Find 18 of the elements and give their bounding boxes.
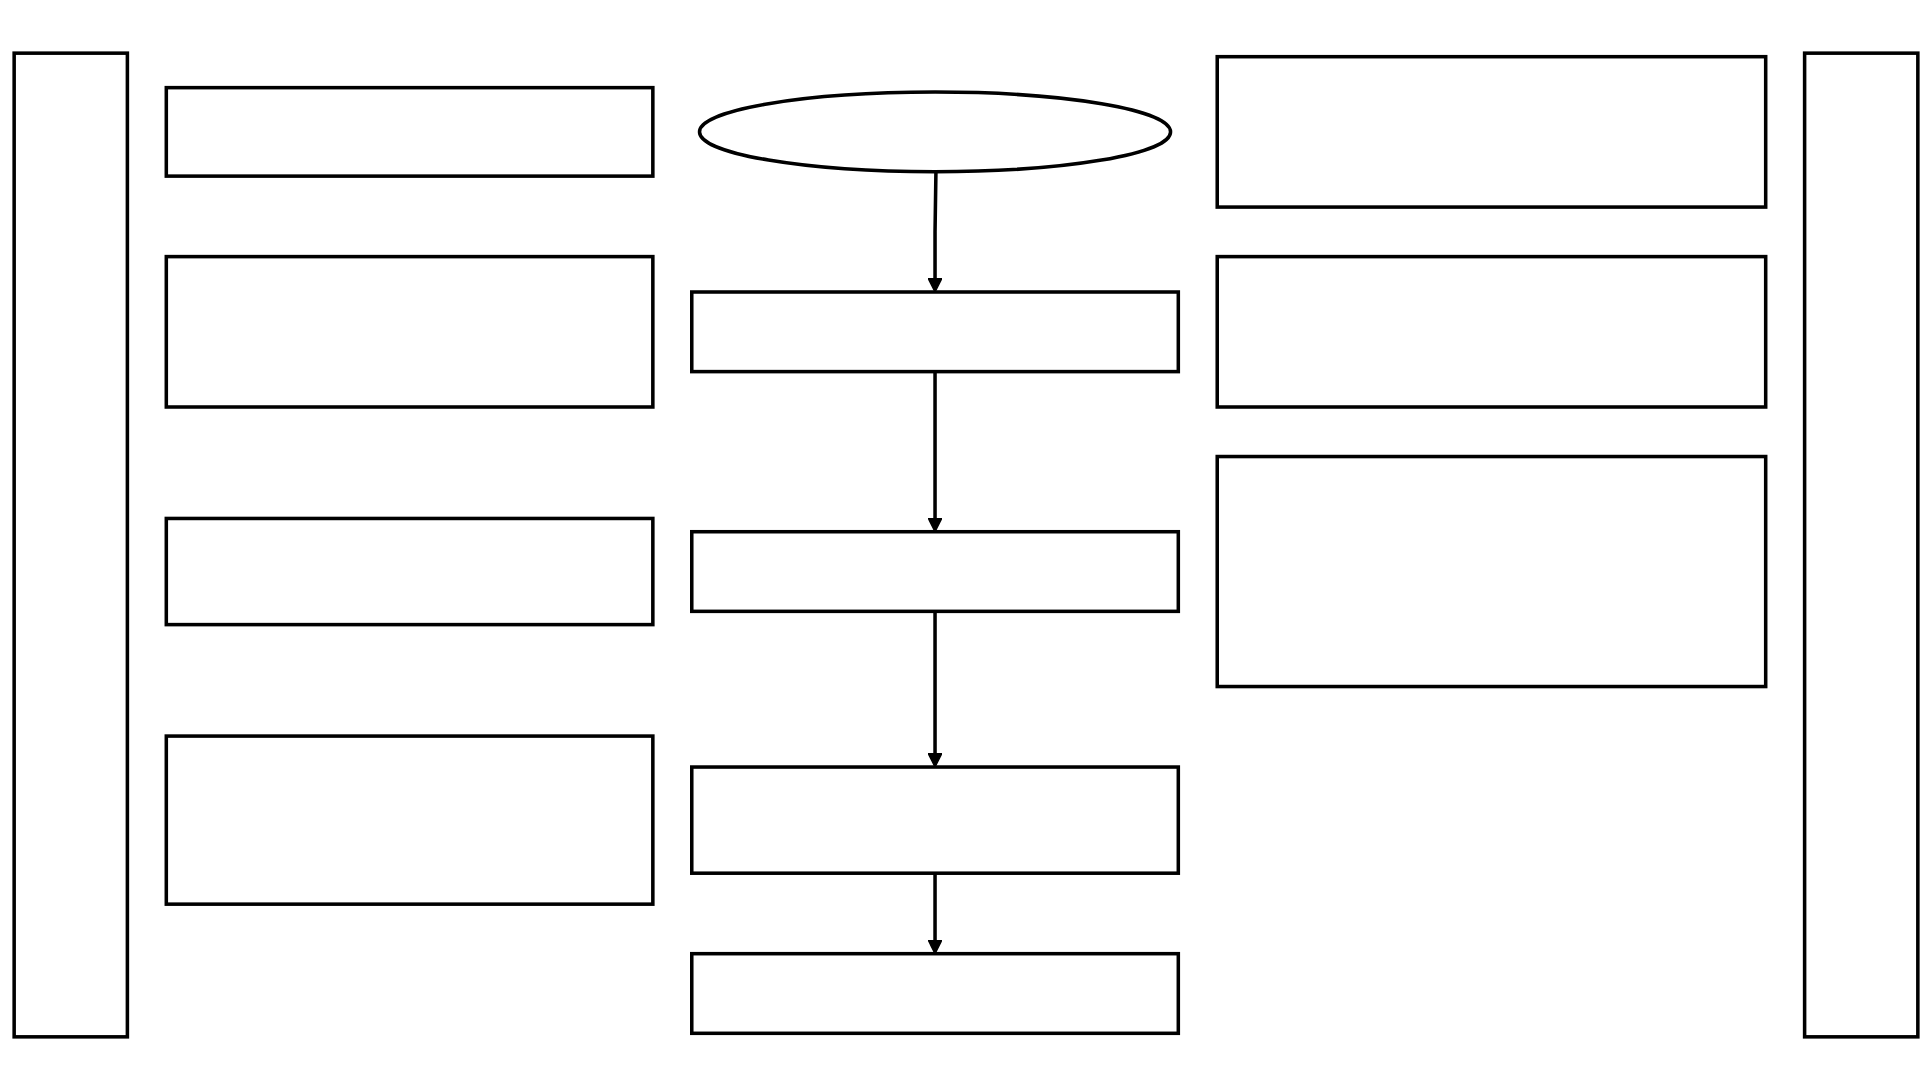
empty-box — [164, 85, 655, 178]
empty-box — [690, 951, 1181, 1036]
empty-box — [164, 734, 655, 906]
empty-box — [1215, 54, 1768, 209]
arrow — [927, 172, 943, 293]
empty-box — [690, 529, 1181, 614]
empty-box — [164, 254, 655, 409]
oval — [697, 90, 1173, 174]
empty-box — [690, 290, 1181, 374]
empty-box — [164, 516, 655, 627]
arrow — [927, 611, 943, 768]
side-band — [12, 51, 130, 1039]
empty-box — [1215, 454, 1768, 689]
arrow — [927, 873, 943, 955]
arrow — [927, 371, 943, 533]
side-band — [1802, 51, 1920, 1039]
empty-box — [690, 765, 1181, 875]
empty-box — [1215, 254, 1768, 409]
